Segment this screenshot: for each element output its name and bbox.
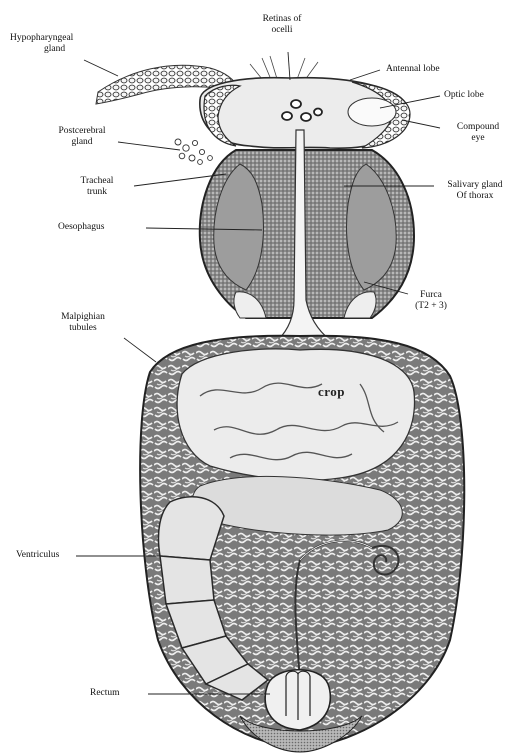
label-optic-lobe: Optic lobe: [444, 90, 484, 101]
label-oesophagus: Oesophagus: [58, 222, 104, 233]
label-antennal-lobe: Antennal lobe: [386, 64, 440, 75]
label-ventriculus: Ventriculus: [16, 550, 59, 561]
label-crop: crop: [318, 384, 345, 400]
postcerebral-gland-shape: [175, 139, 212, 164]
label-furca: Furca (T2 + 3): [406, 290, 456, 312]
label-retinas-of-ocelli: Retinas of ocelli: [248, 14, 316, 36]
label-rectum: Rectum: [90, 688, 120, 699]
label-malpighian-tubules: Malpighian tubules: [48, 312, 118, 334]
label-hypopharyngeal-gland: Hypopharyngeal gland: [10, 33, 73, 55]
optic-lobe-shape: [348, 98, 396, 126]
crop-shape: [177, 349, 414, 481]
label-salivary-gland: Salivary gland Of thorax: [432, 180, 518, 202]
label-compound-eye: Compound eye: [440, 122, 516, 144]
label-tracheal-trunk: Tracheal trunk: [62, 176, 132, 198]
label-postcerebral-gland: Postcerebral gland: [44, 126, 120, 148]
